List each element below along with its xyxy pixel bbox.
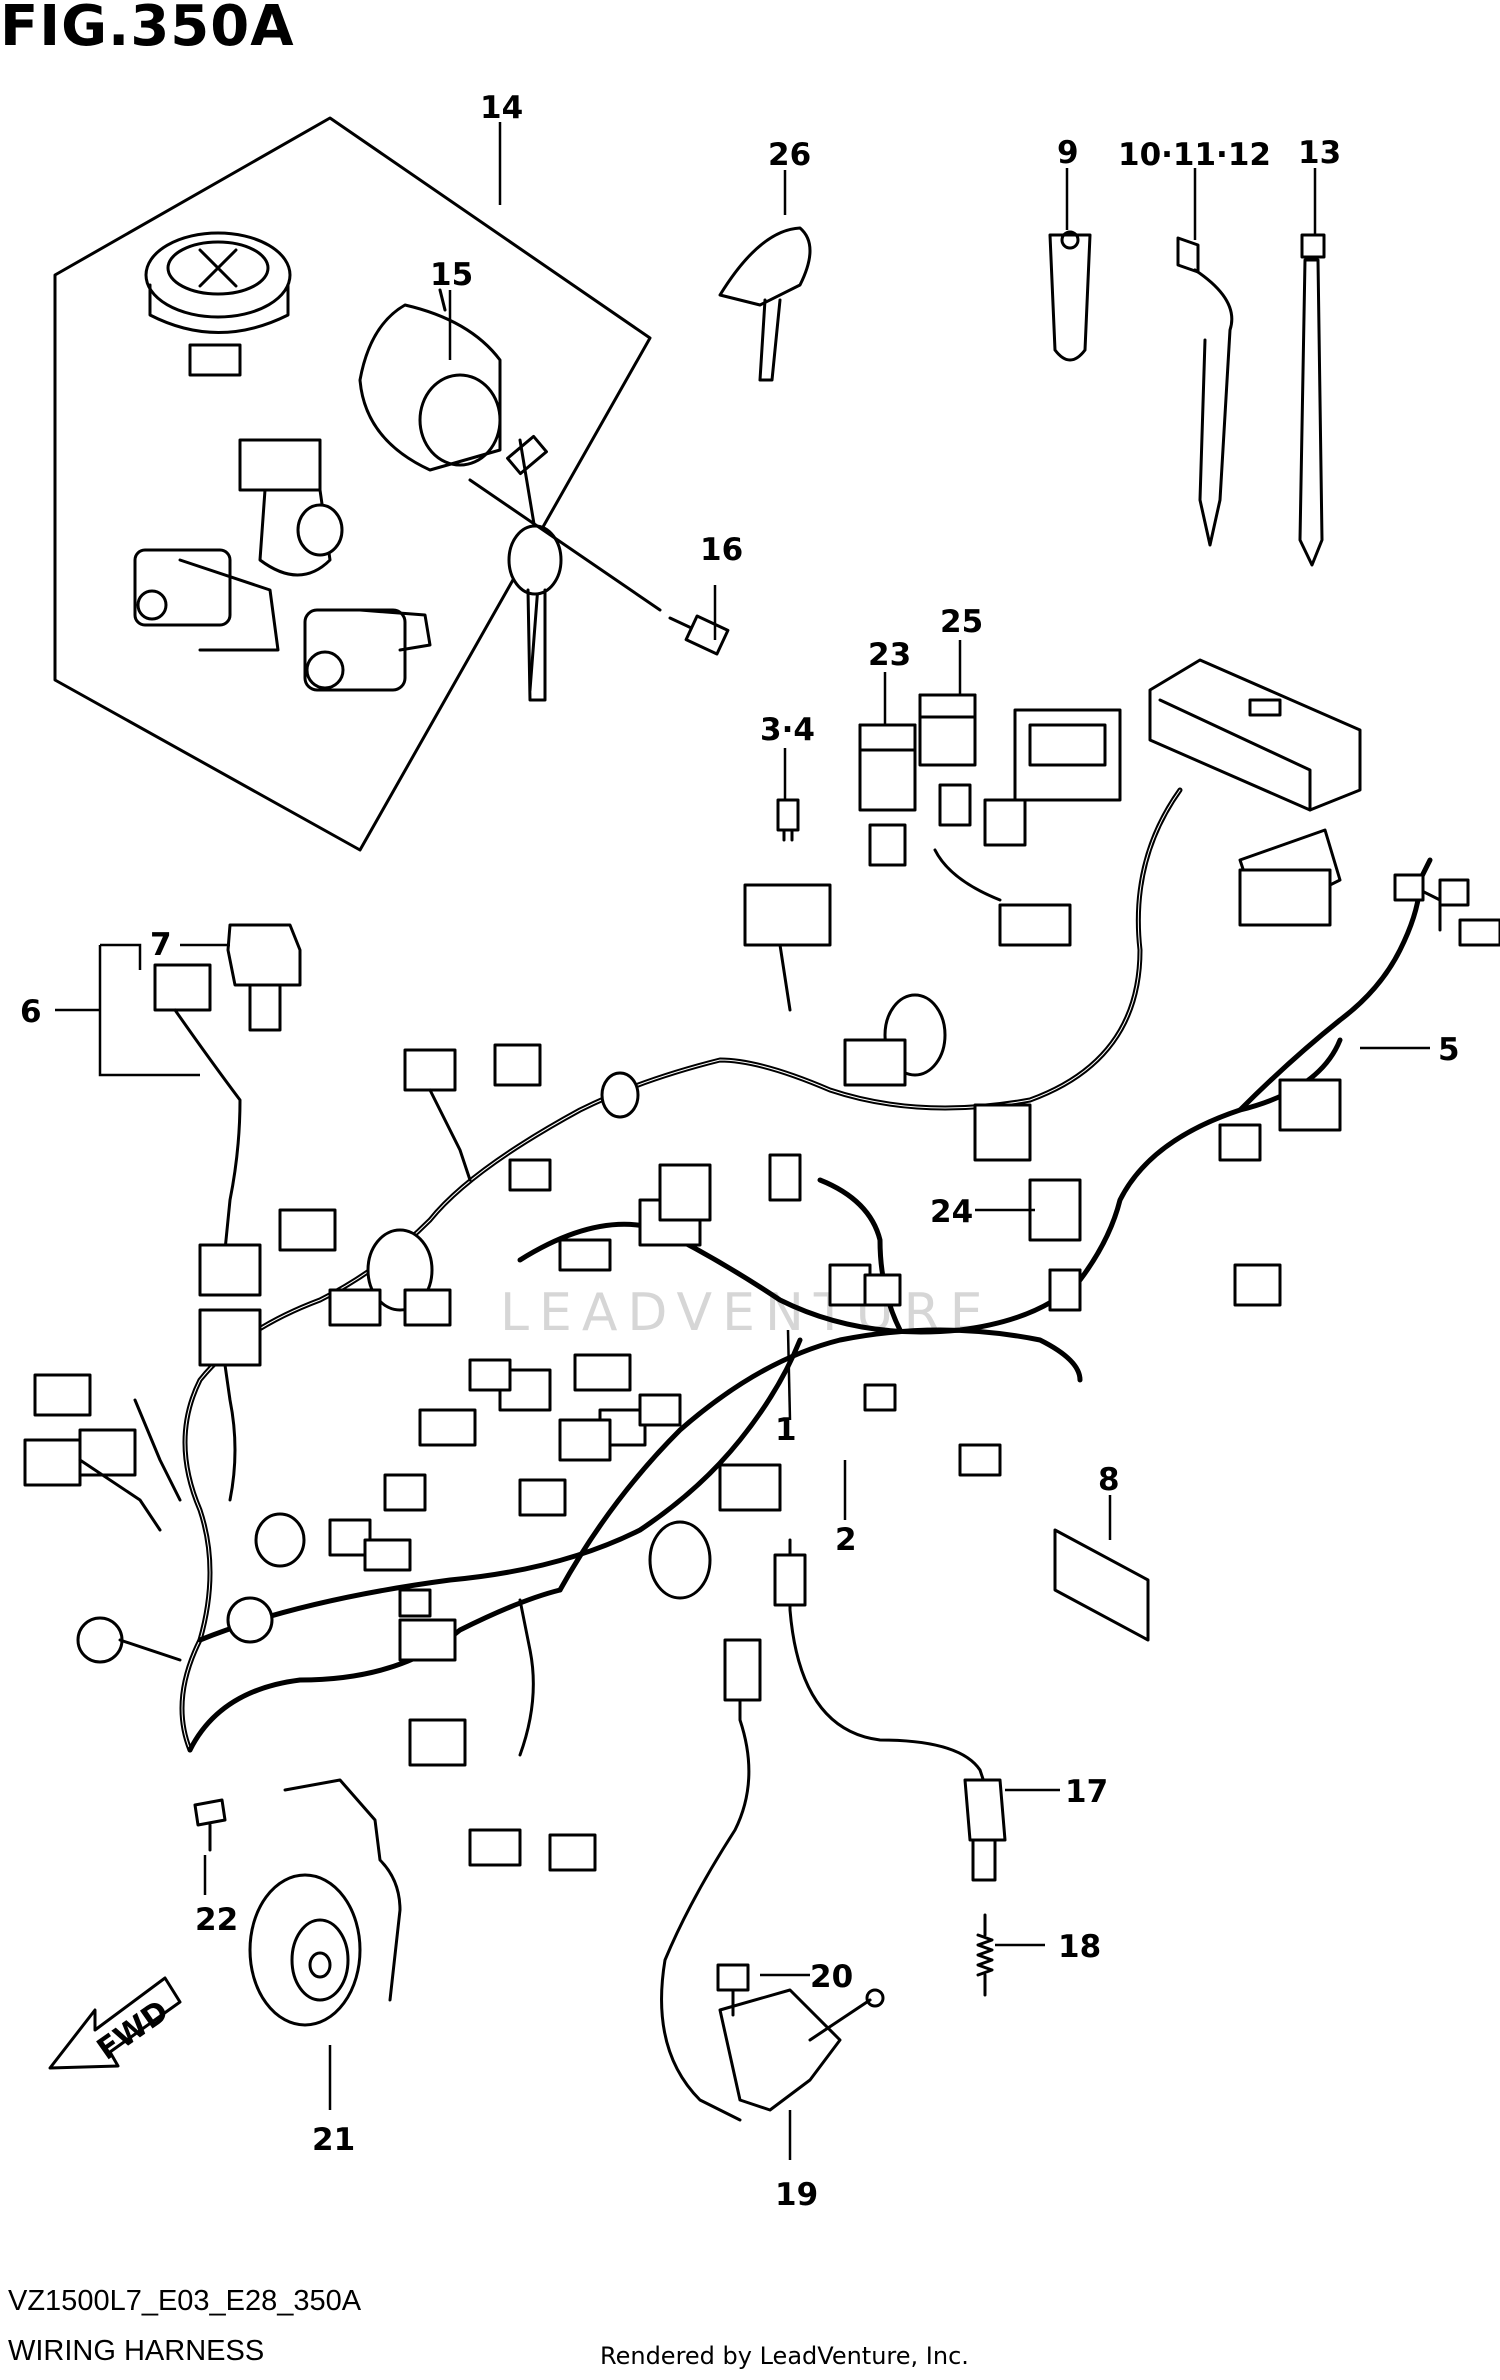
figure-title: FIG.350A <box>0 0 295 59</box>
upper-center-connectors <box>600 783 1082 1477</box>
ecm-connector-icon <box>1013 658 1362 812</box>
callout-19: 19 <box>775 2177 818 2213</box>
key-blank-icon <box>718 226 812 382</box>
callout-16: 16 <box>700 532 743 568</box>
ignition-kit-group <box>53 116 662 852</box>
callout-14: 14 <box>480 90 523 126</box>
callout-5: 5 <box>1438 1032 1460 1068</box>
bolt-icon <box>716 1963 750 2017</box>
callout-21: 21 <box>312 2122 355 2158</box>
long-cable-tie-icon <box>1298 233 1326 567</box>
model-code: VZ1500L7_E03_E28_350A <box>8 2285 362 2317</box>
callout-9: 9 <box>1057 135 1079 171</box>
callout-8: 8 <box>1098 1462 1120 1498</box>
horn-bolt-icon <box>193 1798 227 1852</box>
callout-25: 25 <box>940 604 983 640</box>
horn-icon <box>248 1778 402 2027</box>
fwd-arrow-icon <box>48 1976 182 2070</box>
callout-2: 2 <box>835 1522 857 1558</box>
callout-1: 1 <box>775 1412 797 1448</box>
screw-leader <box>468 478 662 612</box>
callout-15: 15 <box>430 257 473 293</box>
ignition-switch-icon <box>358 288 563 702</box>
relay-icon-2 <box>918 693 977 767</box>
callout-24: 24 <box>930 1194 973 1230</box>
cable-tie-icon <box>1176 236 1234 547</box>
callout-7: 7 <box>150 927 172 963</box>
section-name: WIRING HARNESS <box>8 2335 265 2367</box>
helmet-lock-icon <box>133 548 280 652</box>
callout-18: 18 <box>1058 1929 1101 1965</box>
callout-20: 20 <box>810 1959 853 1995</box>
fuse-icon <box>776 798 800 842</box>
relay-icon <box>858 723 917 812</box>
screw-icon <box>668 614 730 656</box>
sensor-7-icon <box>226 923 302 1032</box>
label-plate-icon <box>1053 1528 1150 1642</box>
callout-26: 26 <box>768 137 811 173</box>
center-connectors <box>254 1043 782 1872</box>
callout-23: 23 <box>868 637 911 673</box>
callout-13: 13 <box>1298 135 1341 171</box>
callout-10-11-12: 10·11·12 <box>1118 137 1271 173</box>
connector-block-6 <box>153 963 262 1502</box>
kit-outline-box <box>53 116 652 852</box>
rear-brake-switch-icon <box>660 1638 885 2122</box>
callout-3-4: 3·4 <box>760 712 815 748</box>
leader-lines <box>55 122 1430 2160</box>
callout-6: 6 <box>20 994 42 1030</box>
brake-switch-icon <box>773 1538 1007 1882</box>
clamp-icon <box>1048 230 1092 362</box>
seat-lock-icon <box>238 438 344 577</box>
right-connectors <box>1028 828 1500 1312</box>
left-connectors <box>23 1373 274 1664</box>
callout-17: 17 <box>1065 1774 1108 1810</box>
spring-icon <box>976 1913 994 1997</box>
fuel-cap-lock-icon <box>144 231 292 377</box>
callout-22: 22 <box>195 1902 238 1938</box>
steering-lock-icon <box>303 608 432 692</box>
credit-line: Rendered by LeadVenture, Inc. <box>600 2342 969 2370</box>
